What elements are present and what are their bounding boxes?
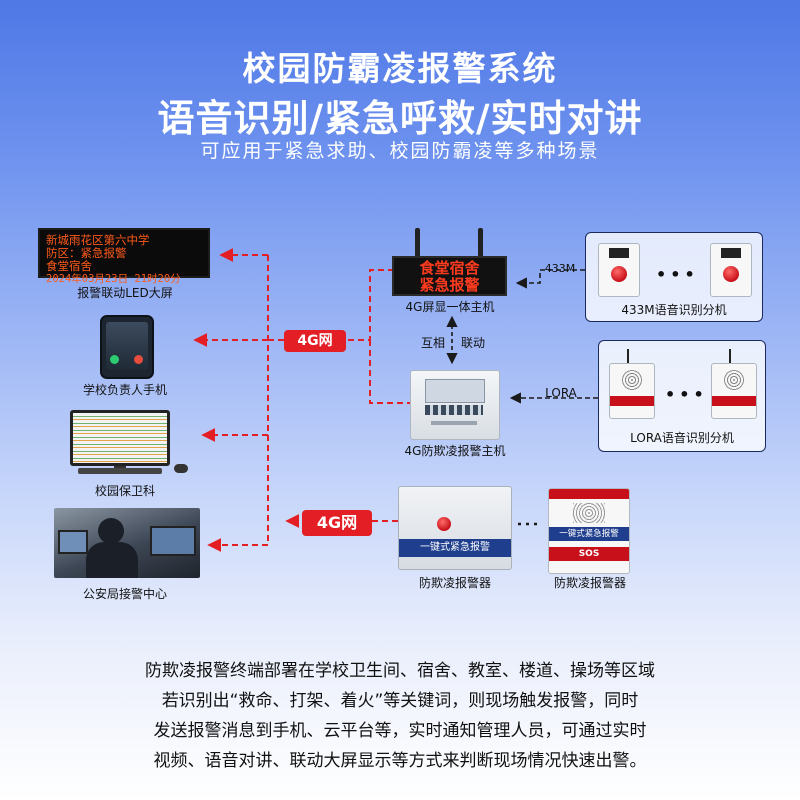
led-big-screen: 新城雨花区第六中学 防区：紧急报警 食堂宿舍 2024年03月23日 21时20… xyxy=(38,228,210,285)
ellipsis-dots: ••• xyxy=(656,265,699,284)
alarm-host-caption: 4G防欺凌报警主机 xyxy=(404,444,506,458)
monitor-icon xyxy=(70,410,194,476)
led-screen-caption: 报警联动LED大屏 xyxy=(77,286,173,300)
led-line: 新城雨花区第六中学 xyxy=(46,233,150,247)
box-alarm-device: 一键式紧急报警 xyxy=(398,486,512,570)
lora-extension-device xyxy=(609,363,655,419)
phone-caption: 学校负责人手机 xyxy=(82,383,167,397)
wall-alarm-device: 一键式紧急报警 SOS xyxy=(548,488,630,574)
link-label-mutual: 互相 xyxy=(420,336,445,350)
link-label-lora: LORA xyxy=(545,386,577,400)
led-line: 防区：紧急报警 xyxy=(46,246,127,260)
antenna-icon xyxy=(729,349,731,365)
wall-alarm-caption: 防欺凌报警器 xyxy=(553,576,626,590)
page-subtitle-features: 语音识别/紧急呼救/实时对讲 xyxy=(157,97,643,140)
display-host-caption: 4G屏显一体主机 xyxy=(405,300,495,314)
network-badge-4g: 4G网 xyxy=(284,330,346,352)
group-lora-caption: LORA语音识别分机 xyxy=(630,431,734,445)
ellipsis-dots: ••• xyxy=(665,385,708,404)
antenna-icon xyxy=(627,349,629,365)
voice-extension-device xyxy=(710,243,752,297)
group-lora: ••• LORA语音识别分机 xyxy=(598,340,766,452)
description-line: 视频、语音对讲、联动大屏显示等方式来判断现场情况快速出警。 xyxy=(153,751,647,771)
box-alarm-caption: 防欺凌报警器 xyxy=(418,576,491,590)
phone-icon xyxy=(100,315,154,379)
sos-badge: SOS xyxy=(549,547,629,561)
page-title: 校园防霸凌报警系统 xyxy=(242,49,558,88)
alarm-button-icon xyxy=(437,517,451,531)
police-center-image xyxy=(54,508,200,578)
display-host-led-line: 食堂宿舍 xyxy=(419,259,480,277)
antenna-icon xyxy=(478,228,483,258)
group-433m-caption: 433M语音识别分机 xyxy=(621,303,727,317)
alarm-host-device xyxy=(410,370,500,440)
lora-extension-device xyxy=(711,363,757,419)
led-line: 食堂宿舍 xyxy=(46,259,92,273)
monitor-caption: 校园保卫科 xyxy=(94,484,155,498)
antenna-icon xyxy=(415,228,420,258)
description-line: 若识别出“救命、打架、着火”等关键词，则现场触发报警，同时 xyxy=(161,691,639,711)
group-433m: ••• 433M语音识别分机 xyxy=(585,232,763,322)
voice-extension-device xyxy=(598,243,640,297)
wall-alarm-label: 一键式紧急报警 xyxy=(549,527,629,541)
description-line: 发送报警消息到手机、云平台等，实时通知管理人员，可通过实时 xyxy=(153,721,647,741)
description-line: 防欺凌报警终端部署在学校卫生间、宿舍、教室、楼道、操场等区域 xyxy=(145,661,655,681)
page-tagline: 可应用于紧急求助、校园防霸凌等多种场景 xyxy=(200,140,600,162)
link-label-433m: 433M xyxy=(544,262,576,275)
network-badge-4g-bottom: 4G网 xyxy=(302,510,372,536)
police-caption: 公安局接警中心 xyxy=(82,587,167,601)
link-label-linkage: 联动 xyxy=(460,336,485,350)
box-alarm-label: 一键式紧急报警 xyxy=(399,539,511,557)
led-line: 2024年03月23日 21时20分 xyxy=(46,273,181,285)
display-host-led: 食堂宿舍 紧急报警 xyxy=(392,256,507,296)
display-host-led-line: 紧急报警 xyxy=(419,276,480,294)
